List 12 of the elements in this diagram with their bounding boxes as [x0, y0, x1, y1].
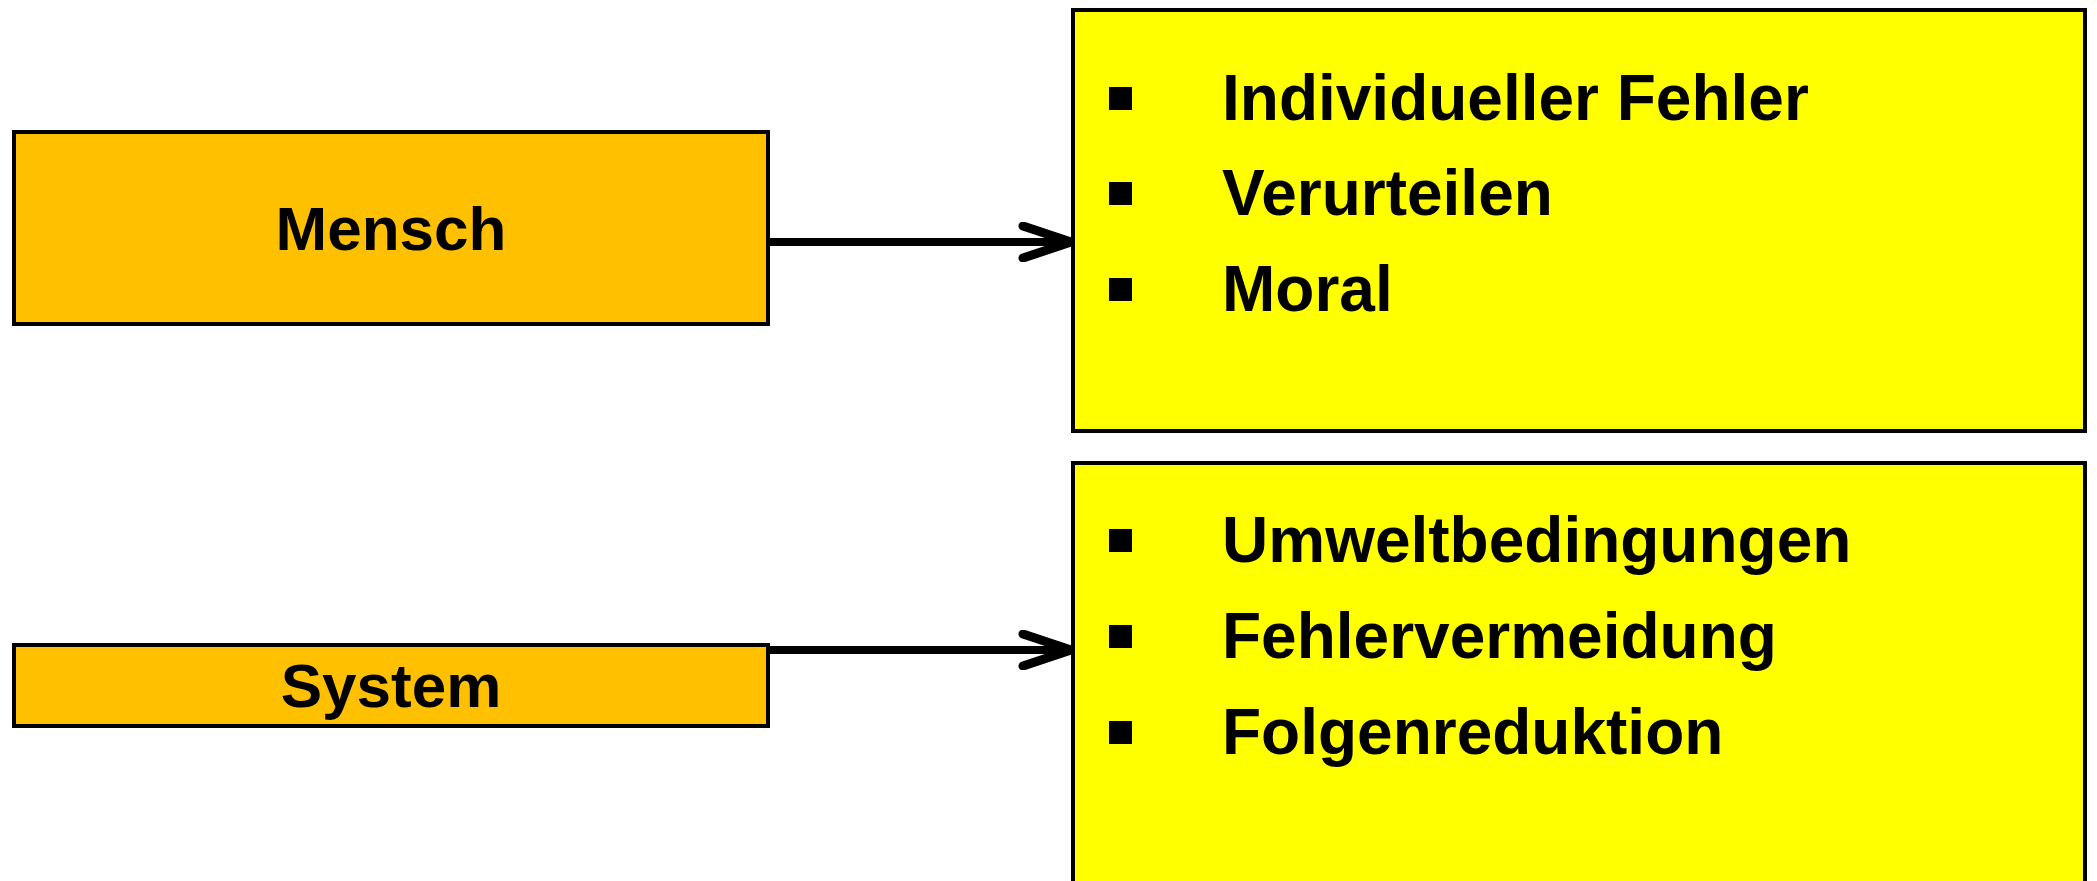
list-item-text: Individueller Fehler: [1222, 61, 1809, 135]
list-item-text: Fehlervermeidung: [1222, 599, 1777, 673]
category-label: System: [280, 650, 502, 721]
category-label: Mensch: [275, 192, 507, 264]
list-item-text: Moral: [1222, 252, 1393, 326]
list-item-text: Umweltbedingungen: [1222, 503, 1852, 577]
category-box: [12, 643, 770, 728]
bullet-list-box: [1071, 461, 2087, 881]
list-item-text: Folgenreduktion: [1222, 695, 1724, 769]
category-box: [12, 130, 770, 326]
list-item-text: Verurteilen: [1222, 156, 1553, 230]
bullet-list-box: [1071, 8, 2087, 433]
